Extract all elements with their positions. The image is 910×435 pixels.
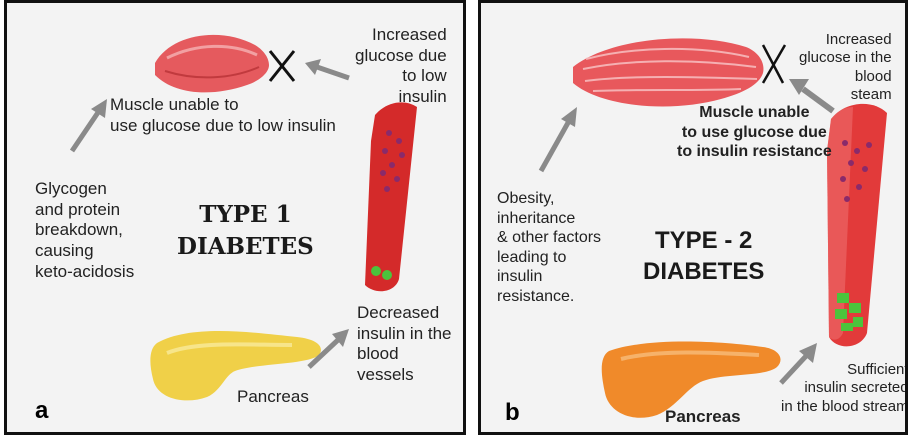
sufficient-insulin-text: Sufficient insulin secreted in the blood… <box>781 361 908 416</box>
glucose-increase-text: Increased glucose due to low insulin <box>355 25 447 108</box>
blood-vessel-icon <box>827 104 887 347</box>
arrow-glucose-to-muscle <box>305 59 349 78</box>
muscle-icon <box>155 35 269 93</box>
blocked-x-icon <box>763 45 785 83</box>
blood-vessel-icon <box>365 102 417 291</box>
arrow-glycogen-to-muscle <box>72 99 107 151</box>
obesity-factors-text: Obesity, inheritance & other factors lea… <box>497 189 601 306</box>
arrow-obesity-to-muscle <box>541 107 577 171</box>
diagram-title-type1: TYPE 1 DIABETES <box>177 199 314 263</box>
decreased-insulin-text: Decreased insulin in the blood vessels <box>357 303 452 386</box>
pancreas-label: Pancreas <box>665 407 741 428</box>
panel-letter-a: a <box>35 397 48 425</box>
pancreas-label: Pancreas <box>237 387 309 408</box>
panel-b-type2-diabetes: Muscle unable to use glucose due to insu… <box>478 0 908 435</box>
muscle-icon <box>573 38 763 106</box>
panel-letter-b: b <box>505 399 520 427</box>
panel-a-type1-diabetes: Muscle unable to use glucose due to low … <box>4 0 466 435</box>
glycogen-breakdown-text: Glycogen and protein breakdown, causing … <box>35 179 134 283</box>
diagram-title-type2: TYPE - 2 DIABETES <box>643 225 764 287</box>
glucose-increase-text: Increased glucose in the blood steam <box>799 31 892 104</box>
muscle-unable-text: Muscle unable to use glucose due to insu… <box>677 103 832 162</box>
blocked-x-icon <box>270 51 294 81</box>
muscle-unable-text: Muscle unable to use glucose due to low … <box>110 95 336 136</box>
